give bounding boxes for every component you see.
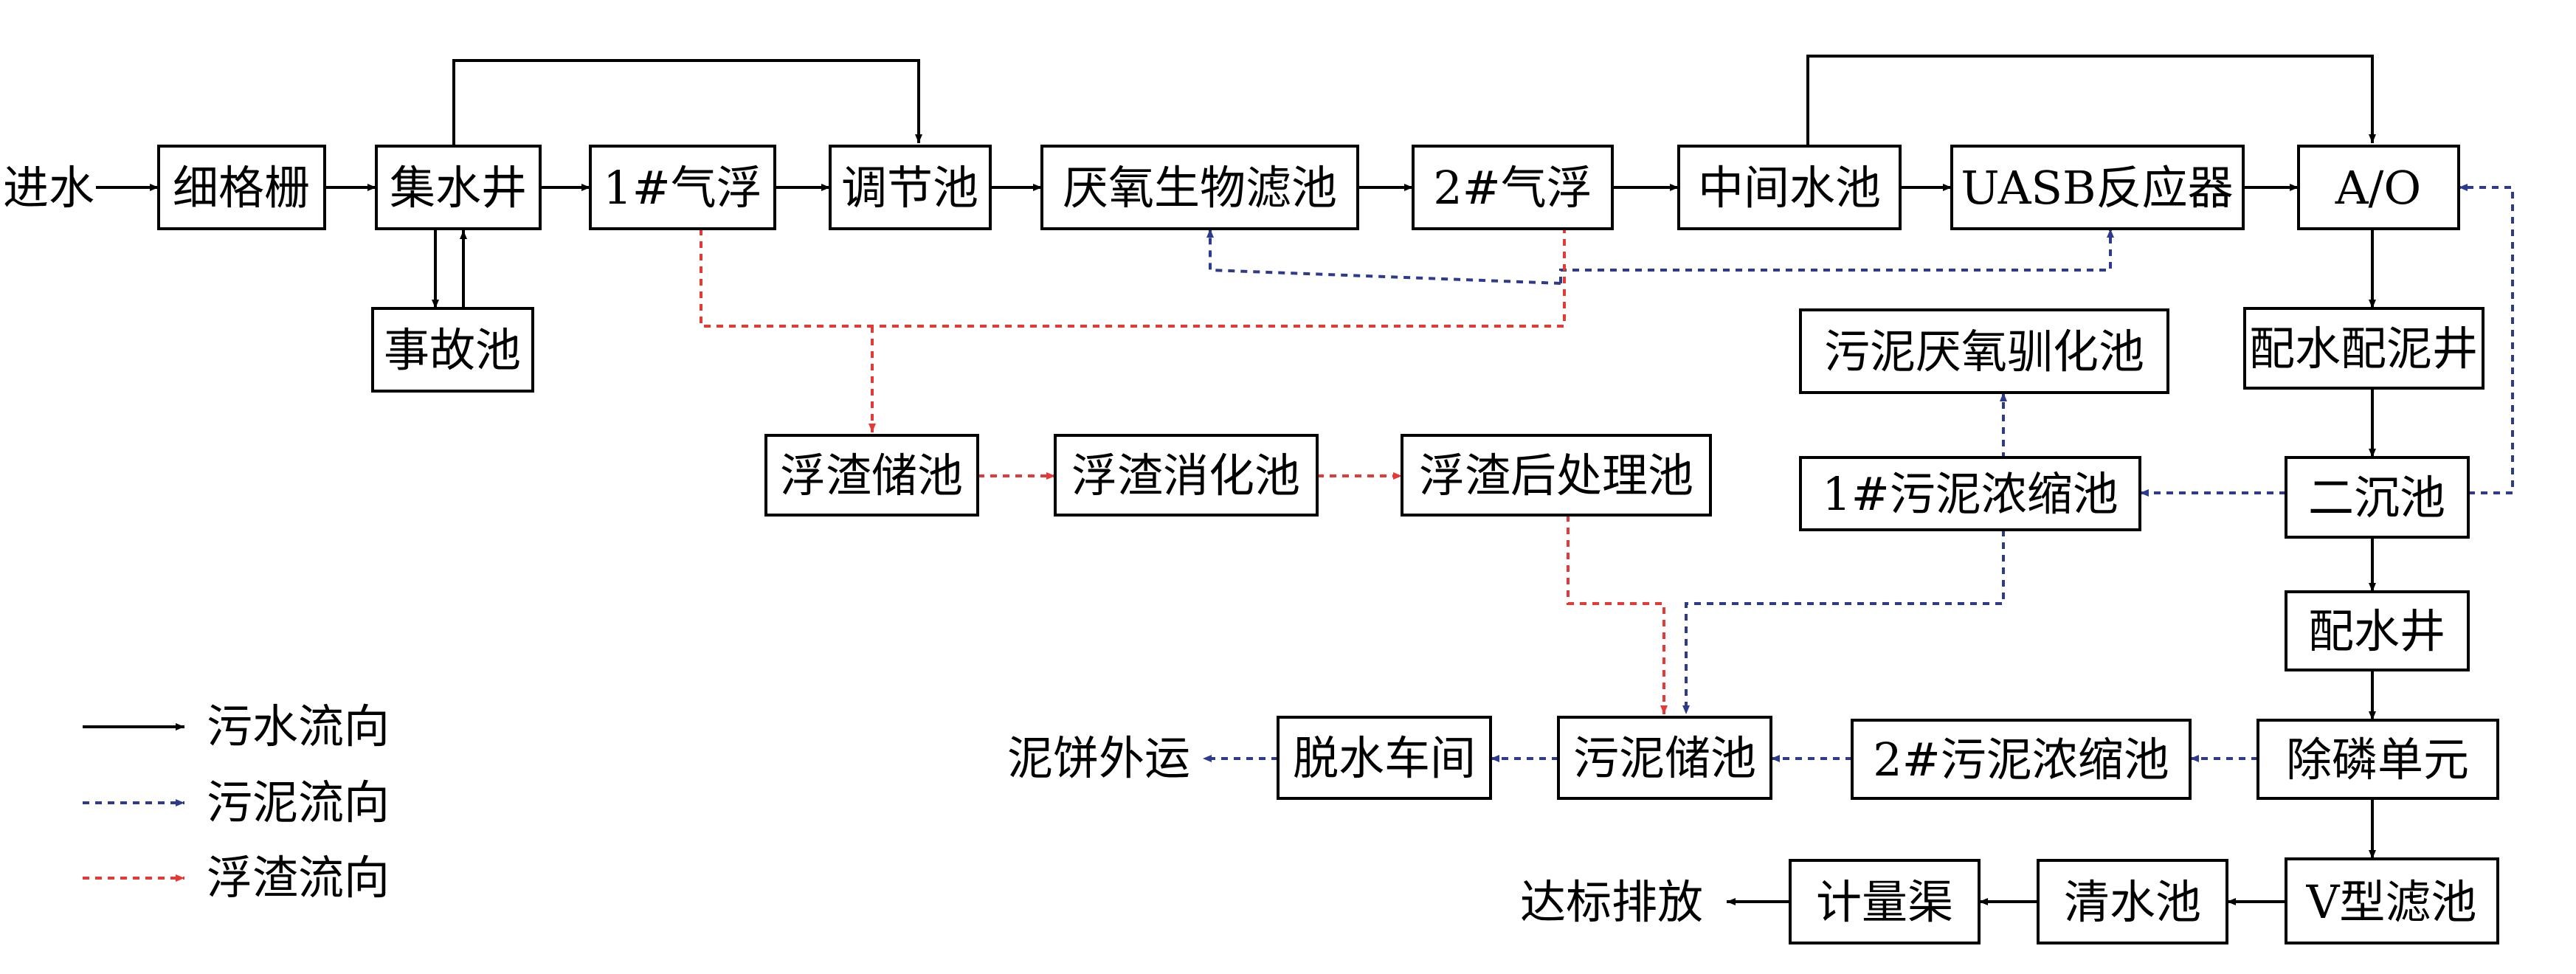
legend: 污水流向 污泥流向 浮渣流向 [83, 700, 390, 905]
node-scum-post: 浮渣后处理池 [1401, 434, 1712, 517]
svg-text:调节池: 调节池 [841, 161, 978, 215]
node-intermediate-pool: 中间水池 [1677, 145, 1902, 230]
svg-text:2#污泥浓缩池: 2#污泥浓缩池 [1873, 733, 2169, 787]
legend-item-sludge: 污泥流向 [83, 776, 390, 829]
node-sludge-acclimation: 污泥厌氧驯化池 [1799, 308, 2169, 394]
svg-text:污泥储池: 污泥储池 [1573, 731, 1756, 785]
node-accident-pool: 事故池 [371, 307, 534, 393]
svg-text:脱水车间: 脱水车间 [1293, 731, 1476, 785]
svg-text:A/O: A/O [2335, 161, 2422, 215]
edge-sludge-to-uasb [1559, 229, 2114, 283]
svg-text:配水井: 配水井 [2308, 604, 2445, 658]
node-sludge-thickener1: 1#污泥浓缩池 [1799, 456, 2141, 531]
node-water-distribution-well: 配水井 [2285, 590, 2470, 671]
node-discharge: 达标排放 [1520, 875, 1703, 929]
node-sludge-thickener2: 2#污泥浓缩池 [1851, 719, 2192, 800]
svg-text:浮渣流向: 浮渣流向 [207, 851, 390, 905]
svg-text:集水井: 集水井 [390, 161, 527, 215]
svg-text:浮渣消化池: 浮渣消化池 [1071, 449, 1300, 502]
node-flotation2: 2#气浮 [1412, 145, 1614, 230]
edge-collection-well-bypass-to-regulating-pool [452, 59, 922, 146]
node-metering-channel: 计量渠 [1789, 859, 1981, 944]
svg-text:浮渣后处理池: 浮渣后处理池 [1419, 449, 1693, 502]
node-distribution-well: 配水配泥井 [2243, 307, 2485, 390]
svg-text:1#气浮: 1#气浮 [603, 161, 762, 215]
svg-text:UASB反应器: UASB反应器 [1961, 161, 2233, 215]
edge-intermediate-pool-bypass-to-ao [1806, 55, 2376, 146]
svg-text:计量渠: 计量渠 [1816, 875, 1953, 929]
node-cake-out: 泥饼外运 [1007, 731, 1190, 785]
svg-text:除磷单元: 除磷单元 [2286, 733, 2469, 787]
svg-text:污泥厌氧驯化池: 污泥厌氧驯化池 [1824, 325, 2144, 379]
node-anaerobic-biofilter: 厌氧生物滤池 [1040, 145, 1359, 230]
node-scum-digestion: 浮渣消化池 [1054, 434, 1319, 517]
svg-text:1#污泥浓缩池: 1#污泥浓缩池 [1822, 467, 2118, 521]
node-sludge-storage: 污泥储池 [1557, 716, 1772, 800]
legend-item-sewage: 污水流向 [83, 700, 390, 753]
node-regulating-pool: 调节池 [829, 145, 992, 230]
node-dewatering: 脱水车间 [1277, 716, 1492, 800]
node-collection-well: 集水井 [375, 145, 542, 230]
edge-scum-collector [700, 229, 1566, 328]
node-flotation1: 1#气浮 [589, 145, 776, 230]
node-ao: A/O [2297, 145, 2460, 230]
svg-text:事故池: 事故池 [384, 323, 521, 377]
nodes: 进水 细格栅 集水井 事故池 1#气浮 调节池 厌氧生物滤池 2#气浮 [3, 145, 2499, 944]
svg-text:中间水池: 中间水池 [1698, 161, 1881, 215]
svg-text:厌氧生物滤池: 厌氧生物滤池 [1063, 161, 1337, 215]
svg-text:浮渣储池: 浮渣储池 [780, 449, 963, 502]
svg-text:2#气浮: 2#气浮 [1433, 161, 1592, 215]
edge-scum-post-to-sludge-storage [1567, 515, 1668, 714]
edge-thickener1-to-sludge-storage [1682, 530, 2005, 714]
svg-text:细格栅: 细格栅 [173, 161, 310, 215]
node-v-filter: V型滤池 [2285, 857, 2499, 944]
svg-text:配水配泥井: 配水配泥井 [2249, 322, 2478, 376]
svg-text:污泥流向: 污泥流向 [207, 776, 390, 829]
node-clear-pool: 清水池 [2037, 859, 2228, 944]
node-fine-screen: 细格栅 [157, 145, 326, 230]
svg-text:清水池: 清水池 [2064, 875, 2201, 929]
svg-text:V型滤池: V型滤池 [2306, 875, 2477, 929]
node-uasb: UASB反应器 [1950, 145, 2245, 230]
svg-text:污水流向: 污水流向 [207, 700, 390, 753]
edge-sludge-to-biofilter [1206, 229, 1561, 285]
svg-text:二沉池: 二沉池 [2308, 471, 2445, 525]
legend-item-scum: 浮渣流向 [83, 851, 390, 905]
connectors [96, 55, 2514, 905]
node-secondary-clarifier: 二沉池 [2285, 456, 2470, 539]
edge-clarifier-return-to-ao [2459, 184, 2514, 494]
node-scum-storage: 浮渣储池 [764, 434, 979, 517]
node-phosphorus-removal: 除磷单元 [2256, 719, 2499, 800]
node-inlet: 进水 [3, 161, 94, 215]
